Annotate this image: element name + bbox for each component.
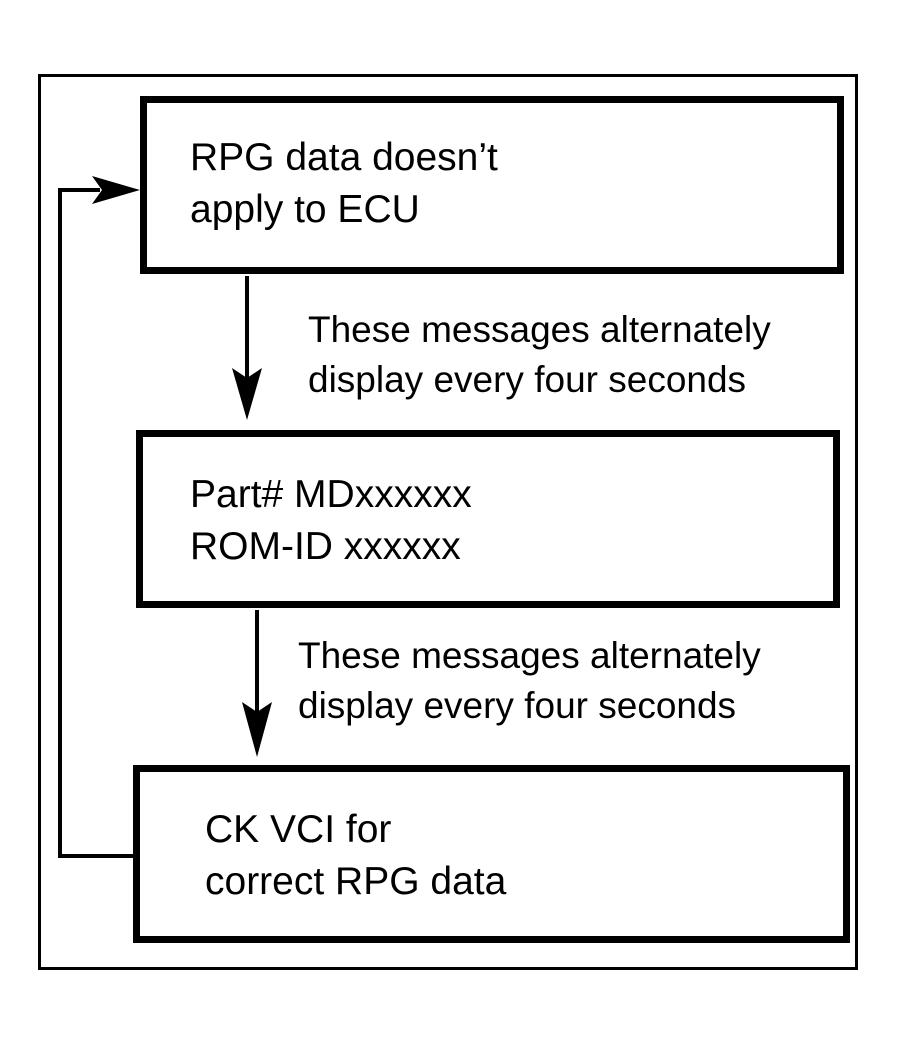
- message-box-part-rom-id: [136, 430, 840, 608]
- message-2-line-1: Part# MDxxxxxx: [190, 473, 472, 516]
- message-box-ck-vci: [133, 765, 850, 943]
- message-1-line-2: apply to ECU: [190, 188, 420, 231]
- diagram-frame: [38, 74, 858, 970]
- message-3-line-1: CK VCI for: [205, 808, 392, 851]
- loop-back-arrow: [58, 176, 140, 858]
- message-1-line-1: RPG data doesn’t: [190, 136, 498, 179]
- arrow-down-1: [232, 276, 262, 420]
- note-2-line-2: display every four seconds: [298, 685, 737, 726]
- note-1-line-2: display every four seconds: [308, 359, 747, 400]
- message-2-line-2: ROM-ID xxxxxx: [190, 525, 461, 568]
- note-1-line-1: These messages alternately: [308, 309, 771, 350]
- message-box-rpg-not-apply: [140, 96, 844, 274]
- arrow-down-2: [242, 610, 272, 757]
- note-2-line-1: These messages alternately: [298, 635, 761, 676]
- message-3-line-2: correct RPG data: [205, 860, 507, 903]
